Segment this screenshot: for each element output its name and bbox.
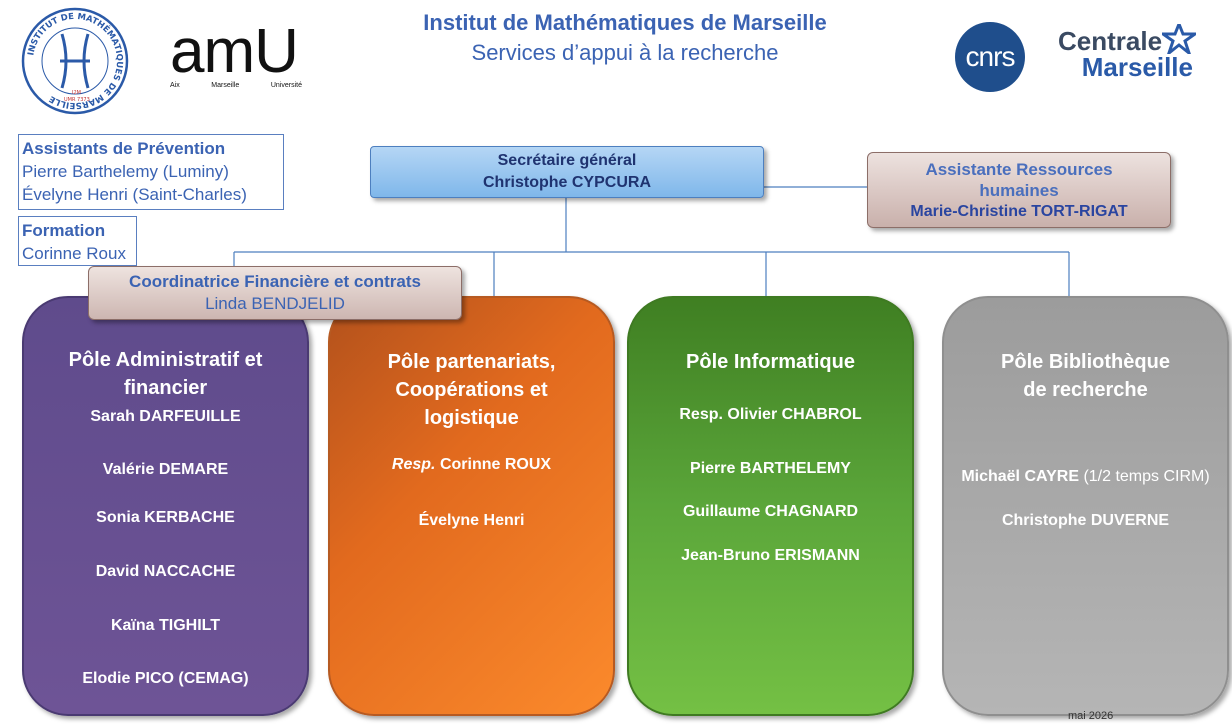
imm-logo: INSTITUT DE MATHÉMATIQUES DE MARSEILLE I… — [21, 7, 129, 115]
footer-date: mai 2026 — [1068, 710, 1114, 722]
resp-prefix: Resp. — [391, 456, 436, 473]
hr-role-line2: humaines — [979, 180, 1059, 200]
amu-sub-aix: Aix — [170, 82, 180, 89]
centrale-star-icon — [1162, 24, 1196, 54]
formation-box: Formation Corinne Roux — [18, 216, 137, 266]
centrale-line1: Centrale — [1058, 26, 1163, 56]
pole-it-title: Pôle Informatique — [629, 348, 912, 376]
finance-name: Linda BENDJELID — [205, 294, 345, 313]
member-resp: Resp. Corinne ROUX — [330, 456, 613, 474]
member: Elodie PICO (CEMAG) — [82, 670, 249, 687]
pole-title-line: Pôle Bibliothèque — [1001, 351, 1170, 373]
resp-name: Corinne ROUX — [439, 456, 552, 473]
member: Michaël CAYRE (1/2 temps CIRM) — [944, 468, 1227, 486]
amu-logo: amU Aix Marseille Université — [170, 17, 310, 94]
pole-title-line: de recherche — [1023, 379, 1148, 401]
imm-small-text: I2M — [72, 90, 81, 96]
pole-title-line: Pôle partenariats, — [387, 351, 556, 373]
amu-wordmark: amU — [170, 17, 299, 86]
member: Jean-Bruno ERISMANN — [681, 547, 860, 564]
amu-subtext: Aix Marseille Université — [170, 82, 302, 89]
centrale-line2: Marseille — [1081, 52, 1193, 82]
imm-umr-text: UMR 7373 — [64, 97, 90, 103]
hr-role-line1: Assistante Ressources — [925, 159, 1113, 179]
pole-admin-title: Pôle Administratif et financier — [24, 346, 307, 402]
member: Kaïna TIGHILT — [110, 617, 221, 634]
pole-library-title: Pôle Bibliothèque de recherche — [944, 348, 1227, 404]
pole-title-line: Pôle Informatique — [686, 351, 855, 373]
member: Sonia KERBACHE — [96, 509, 235, 526]
member: David NACCACHE — [95, 563, 236, 580]
pole-partnerships: Pôle partenariats, Coopérations et logis… — [328, 296, 615, 716]
finance-coordinator-box: Coordinatrice Financière et contrats Lin… — [88, 266, 462, 320]
secretary-box: Secrétaire général Christophe CYPCURA — [370, 146, 764, 198]
pole-partnerships-title: Pôle partenariats, Coopérations et logis… — [330, 348, 613, 432]
prevention-heading: Assistants de Prévention — [22, 139, 226, 158]
member: Guillaume CHAGNARD — [682, 503, 859, 520]
centrale-marseille-logo: Centrale Marseille — [1058, 24, 1208, 88]
prevention-person: Évelyne Henri (Saint-Charles) — [22, 185, 247, 204]
hr-box: Assistante Ressources humaines Marie-Chr… — [867, 152, 1171, 228]
member: Resp. Olivier CHABROL — [679, 406, 862, 423]
formation-heading: Formation — [22, 221, 106, 240]
page-subtitle: Services d’appui à la recherche — [471, 40, 779, 65]
member: Christophe DUVERNE — [1001, 512, 1170, 529]
pole-title-line: Coopérations et — [395, 379, 548, 401]
member: Évelyne Henri — [418, 512, 525, 529]
cnrs-logo: cnrs — [955, 22, 1025, 92]
pole-title-line: Pôle Administratif et — [68, 349, 263, 371]
prevention-person: Pierre Barthelemy (Luminy) — [22, 162, 229, 181]
finance-role: Coordinatrice Financière et contrats — [129, 272, 421, 291]
member: Pierre BARTHELEMY — [690, 460, 851, 477]
pole-it: Pôle Informatique Resp. Olivier CHABROL … — [627, 296, 914, 716]
secretary-role: Secrétaire général — [497, 152, 637, 169]
formation-person: Corinne Roux — [22, 244, 126, 263]
amu-sub-universite: Université — [270, 82, 302, 89]
pole-admin: Pôle Administratif et financier Sarah DA… — [22, 296, 309, 716]
hr-name: Marie-Christine TORT-RIGAT — [910, 202, 1128, 220]
member-name: Michaël CAYRE — [961, 468, 1079, 485]
pole-library: Pôle Bibliothèque de recherche Michaël C… — [942, 296, 1229, 716]
member-note: (1/2 temps CIRM) — [1083, 468, 1210, 485]
page-title: Institut de Mathématiques de Marseille — [423, 10, 827, 35]
member: Valérie DEMARE — [102, 461, 229, 478]
prevention-box: Assistants de Prévention Pierre Barthele… — [18, 134, 284, 210]
pole-title-line: logistique — [424, 407, 519, 429]
secretary-name: Christophe CYPCURA — [482, 174, 651, 191]
pole-title-line: financier — [123, 377, 208, 399]
member: Sarah DARFEUILLE — [90, 408, 241, 425]
amu-sub-marseille: Marseille — [211, 82, 240, 89]
